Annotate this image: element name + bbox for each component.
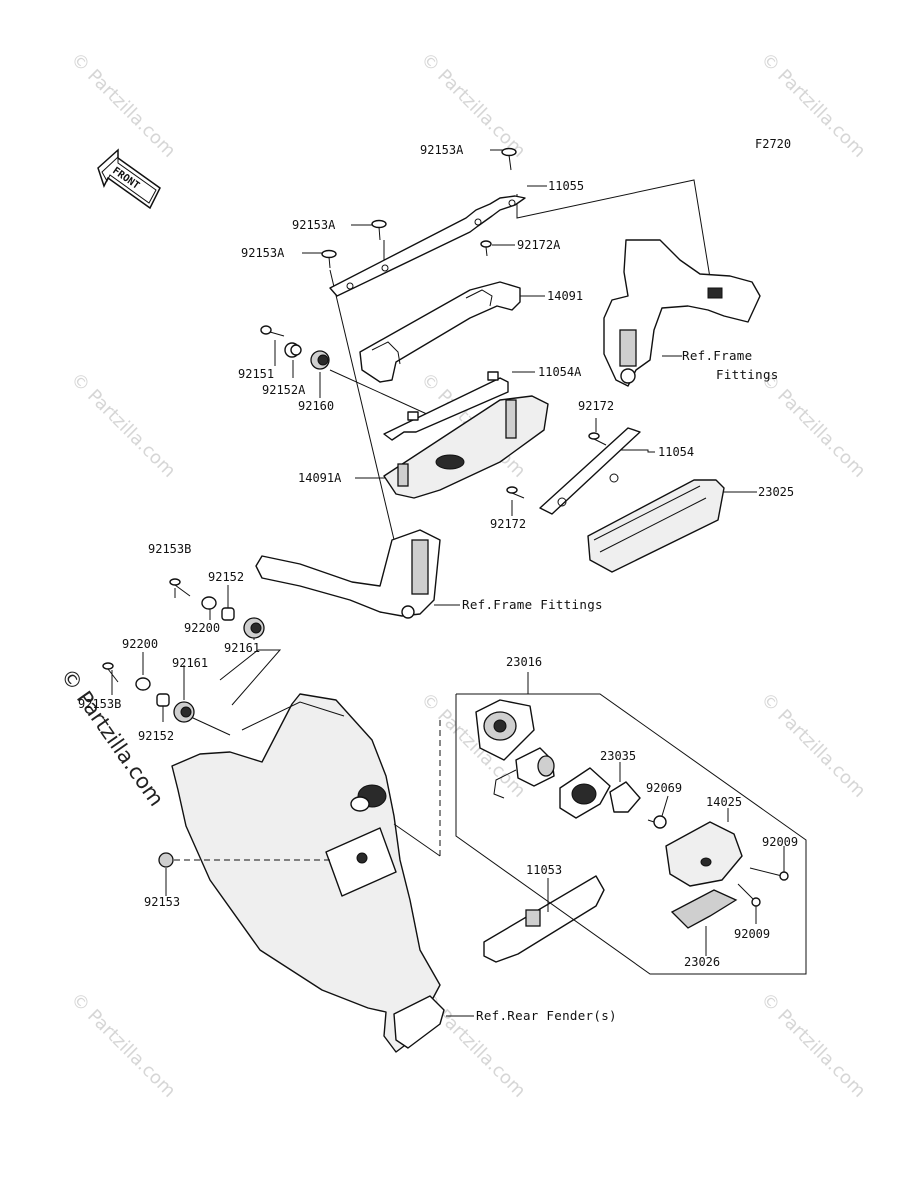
- watermark-1: © Partzilla.com: [66, 49, 179, 162]
- plate-11054: [539, 427, 641, 515]
- watermark-4: © Partzilla.com: [66, 369, 179, 482]
- watermark-9: © Partzilla.com: [66, 989, 179, 1102]
- lamp-housing: [475, 699, 535, 761]
- label-92200-mid: 92200: [184, 621, 220, 635]
- label-11055: 11055: [548, 179, 584, 193]
- frame-fitting-right: [603, 239, 761, 387]
- label-92172-top: 92172: [578, 399, 614, 413]
- socket-23035: [559, 767, 611, 819]
- clip-23035: [609, 781, 641, 813]
- label-92151: 92151: [238, 367, 274, 381]
- damper-92161-top: [243, 617, 265, 639]
- diagram-code: F2720: [755, 137, 791, 151]
- collar-92152-top: [221, 607, 235, 621]
- label-ref-rear-fender: Ref.Rear Fender(s): [476, 1008, 617, 1023]
- label-11054A: 11054A: [538, 365, 582, 379]
- label-ref-frame-right-1: Ref.Frame: [682, 348, 752, 363]
- bolt-92153: [158, 852, 330, 868]
- rear-fender: [171, 693, 445, 1053]
- label-92152-bot: 92152: [138, 729, 174, 743]
- label-ref-frame-right-2: Fittings: [716, 367, 779, 382]
- label-92153B-top: 92153B: [148, 542, 191, 556]
- leader-lines: [111, 149, 757, 736]
- label-14091: 14091: [547, 289, 583, 303]
- bracket-11053: [483, 875, 605, 963]
- label-92009-bot: 92009: [734, 927, 770, 941]
- label-92009-top: 92009: [762, 835, 798, 849]
- screw-92153B-top: [169, 578, 191, 597]
- bolt-92153A-left: [321, 249, 337, 269]
- frame-fitting-left: [255, 529, 441, 619]
- label-92160: 92160: [298, 399, 334, 413]
- washer-92200-top: [201, 596, 217, 610]
- bracket-11054A: [383, 371, 509, 441]
- label-14091A: 14091A: [298, 471, 342, 485]
- bulb-92069: [647, 815, 667, 829]
- collar-92152A: [284, 342, 302, 358]
- label-92069: 92069: [646, 781, 682, 795]
- watermarks: © Partzilla.com © Partzilla.com © Partzi…: [56, 49, 870, 1102]
- washer-92200-bot: [135, 677, 151, 691]
- label-92161-left: 92161: [172, 656, 208, 670]
- bolt-92153A-top: [501, 147, 517, 171]
- group-box-23016: [393, 672, 807, 975]
- label-92153: 92153: [144, 895, 180, 909]
- screw-92172-top: [588, 432, 607, 446]
- screw-92172-bot: [506, 486, 525, 499]
- bulb-socket: [493, 747, 555, 799]
- label-92153B-bot: 92153B: [78, 697, 121, 711]
- collar-92152-bot: [156, 693, 170, 707]
- bracket-11055: [329, 195, 526, 297]
- screw-92153B-bot: [102, 662, 119, 683]
- label-92172A: 92172A: [517, 238, 561, 252]
- label-23035: 23035: [600, 749, 636, 763]
- damper-92161-bot: [173, 701, 195, 723]
- label-14025: 14025: [706, 795, 742, 809]
- label-23026: 23026: [684, 955, 720, 969]
- label-23016: 23016: [506, 655, 542, 669]
- part-labels: 92153A 11055 92153A 92153A 92172A 14091 …: [78, 143, 798, 1023]
- screw-92009-top: [749, 867, 789, 881]
- watermark-8: © Partzilla.com: [756, 689, 869, 802]
- label-11053: 11053: [526, 863, 562, 877]
- label-92152A: 92152A: [262, 383, 306, 397]
- label-92172-bot: 92172: [490, 517, 526, 531]
- watermark-6: © Partzilla.com: [756, 369, 869, 482]
- bolt-92151: [260, 325, 285, 337]
- gasket-23026: [670, 889, 738, 929]
- bolt-92153A-mid: [371, 219, 387, 241]
- label-92161-right: 92161: [224, 641, 260, 655]
- label-11054: 11054: [658, 445, 694, 459]
- watermark-11: © Partzilla.com: [756, 989, 869, 1102]
- taillight-23025: [587, 479, 725, 573]
- label-92153A-top: 92153A: [420, 143, 464, 157]
- label-ref-frame-left: Ref.Frame Fittings: [462, 597, 603, 612]
- label-92153A-mid: 92153A: [292, 218, 336, 232]
- screw-92172A: [480, 240, 492, 257]
- screw-92009-bot: [737, 883, 761, 907]
- lens-14025: [665, 821, 743, 887]
- damper-92160: [310, 350, 330, 370]
- cover-14091: [359, 281, 521, 383]
- label-92152-top: 92152: [208, 570, 244, 584]
- label-92153A-left: 92153A: [241, 246, 285, 260]
- tray-14091A: [383, 395, 549, 499]
- label-23025: 23025: [758, 485, 794, 499]
- front-arrow-icon: FRONT: [97, 148, 161, 210]
- label-92200-left: 92200: [122, 637, 158, 651]
